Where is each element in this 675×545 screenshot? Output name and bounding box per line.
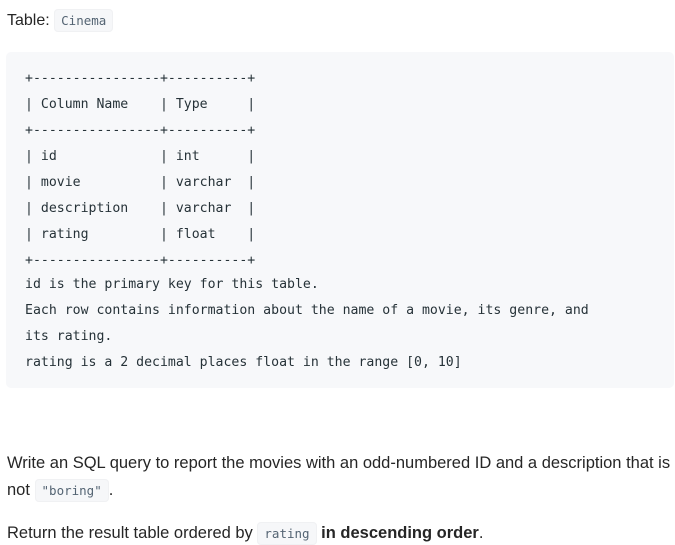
problem-statement: Write an SQL query to report the movies … — [7, 450, 672, 504]
note-row-contents: Each row contains information about the … — [25, 303, 589, 318]
table-border-bottom: +----------------+----------+ — [25, 253, 256, 268]
table-row-movie: | movie | varchar | — [25, 175, 256, 190]
schema-ascii-table: +----------------+----------+ | Column N… — [25, 66, 255, 274]
ordering-bold: in descending order — [321, 524, 479, 542]
table-row-id: | id | int | — [25, 149, 256, 164]
table-border-top: +----------------+----------+ — [25, 71, 256, 86]
schema-code-block — [6, 52, 674, 388]
problem-period: . — [108, 481, 114, 499]
ordering-period: . — [478, 524, 484, 542]
boring-code: "boring" — [34, 479, 109, 502]
table-border-mid: +----------------+----------+ — [25, 123, 256, 138]
table-name-code: Cinema — [54, 9, 114, 32]
table-title: Table: Cinema — [7, 9, 114, 32]
schema-notes: id is the primary key for this table. Ea… — [25, 272, 589, 376]
problem-text: Write an SQL query to report the movies … — [7, 454, 671, 499]
note-rating-range: rating is a 2 decimal places float in th… — [25, 355, 462, 370]
note-primary-key: id is the primary key for this table. — [25, 277, 319, 292]
note-row-contents-cont: its rating. — [25, 329, 113, 344]
ordering-text: Return the result table ordered by — [7, 524, 258, 542]
table-header-row: | Column Name | Type | — [25, 97, 256, 112]
table-row-description: | description | varchar | — [25, 201, 256, 216]
table-row-rating: | rating | float | — [25, 227, 256, 242]
table-label: Table: — [7, 12, 50, 29]
ordering-statement: Return the result table ordered by ratin… — [7, 520, 672, 545]
rating-code: rating — [257, 522, 317, 545]
